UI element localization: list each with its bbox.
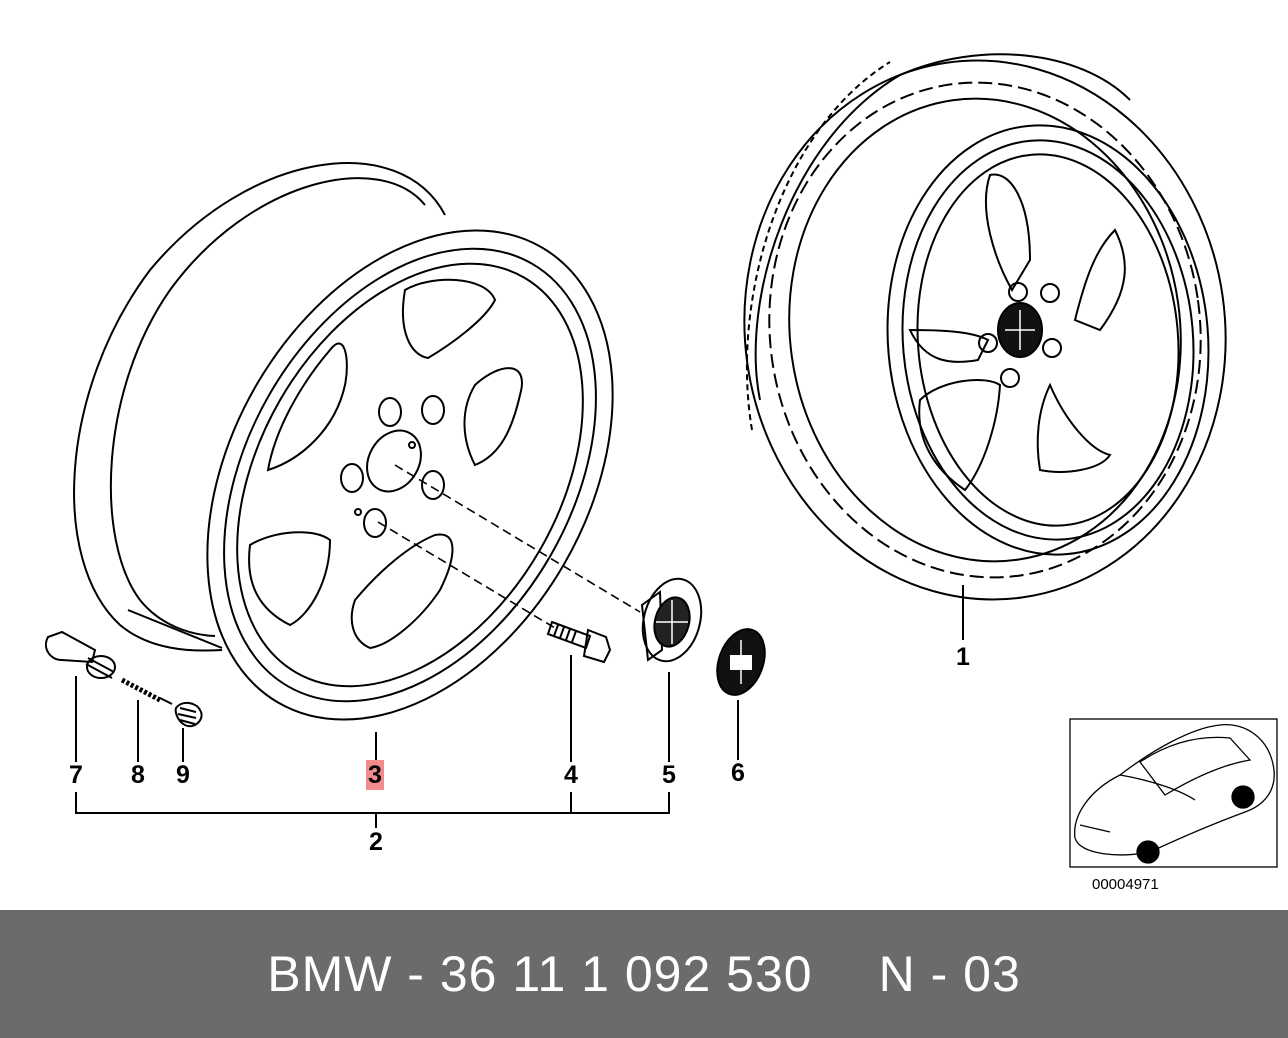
alloy-rim-drawing <box>73 162 614 721</box>
callout-4[interactable]: 4 <box>564 761 578 789</box>
inset-reference-code: 00004971 <box>1092 876 1159 893</box>
callout-2[interactable]: 2 <box>369 828 383 856</box>
callout-3-highlighted[interactable]: 3 <box>366 760 384 790</box>
inset-car-thumbnail <box>1069 718 1278 868</box>
part-number-label: BMW - 36 11 1 092 530 <box>267 946 813 1002</box>
callout-1[interactable]: 1 <box>956 643 970 671</box>
emblem-drawing <box>716 628 766 696</box>
valve-parts-drawing <box>44 630 203 728</box>
leader-lines <box>75 585 964 828</box>
callout-5[interactable]: 5 <box>662 761 676 789</box>
footer-text: BMW - 36 11 1 092 530 N - 03 <box>0 910 1288 1038</box>
assembly-lines <box>377 464 641 629</box>
parts-diagram: 1 7 8 9 3 4 5 6 2 00004971 <box>44 53 1278 893</box>
wheel-bolt-drawing <box>546 620 612 664</box>
callout-9[interactable]: 9 <box>176 761 190 789</box>
complete-wheel-drawing <box>743 53 1227 601</box>
callout-6[interactable]: 6 <box>731 759 745 787</box>
footer-bar: BMW - 36 11 1 092 530 N - 03 <box>0 910 1288 1038</box>
page-reference-label: N - 03 <box>878 946 1021 1002</box>
hub-cap-drawing <box>640 577 703 663</box>
callout-8[interactable]: 8 <box>131 761 145 789</box>
diagram-drawing <box>44 53 1278 868</box>
callout-7[interactable]: 7 <box>69 761 83 789</box>
